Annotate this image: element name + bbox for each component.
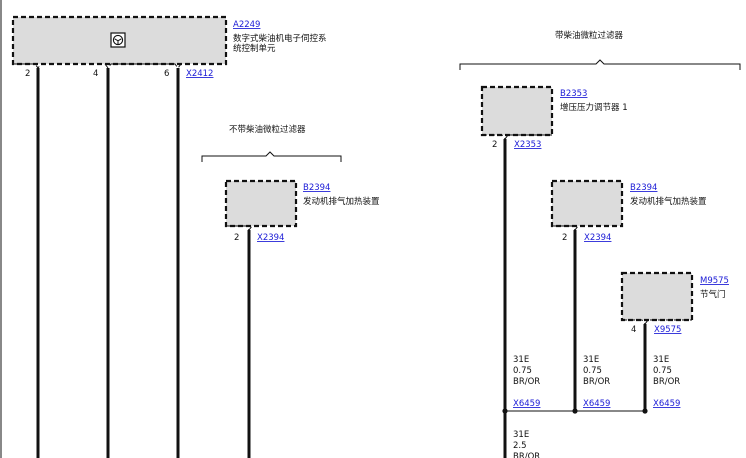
b2394-left-pin: 2 xyxy=(234,233,239,243)
b2394-right-pin: 2 xyxy=(562,233,567,243)
b2353-pin: 2 xyxy=(492,140,497,150)
splice-connector-link-3[interactable]: X6459 xyxy=(653,399,680,409)
wire-spec-3-code: 31E xyxy=(653,355,669,365)
m9575-box[interactable] xyxy=(620,271,694,322)
b2353-box[interactable] xyxy=(480,85,554,137)
component-b2353[interactable]: B2353 增压压力调节器 1 xyxy=(480,85,628,137)
m9575-pin: 4 xyxy=(631,325,636,335)
wire-spec-2: 31E 0.75 BR/OR xyxy=(583,355,610,387)
main-wire-spec: 31E 2.5 BR/OR xyxy=(513,430,540,458)
ecu-desc-line2: 统控制单元 xyxy=(233,43,276,54)
m9575-id-link[interactable]: M9575 xyxy=(700,276,729,286)
ecu-connector-link[interactable]: X2412 xyxy=(186,69,213,79)
m9575-connector-link[interactable]: X9575 xyxy=(654,325,681,335)
b2394-right-connector-link[interactable]: X2394 xyxy=(584,233,611,243)
component-b2394-left[interactable]: B2394 发动机排气加热装置 xyxy=(224,179,380,228)
m9575-desc: 节气门 xyxy=(700,289,726,300)
wire-spec-2-code: 31E xyxy=(583,355,599,365)
b2353-connector-link[interactable]: X2353 xyxy=(514,140,541,150)
b2394-right-desc: 发动机排气加热装置 xyxy=(630,196,707,207)
splice-connector-link-2[interactable]: X6459 xyxy=(583,399,610,409)
wire-spec-3: 31E 0.75 BR/OR xyxy=(653,355,680,387)
splice-node-1 xyxy=(502,408,508,414)
main-wire-color: BR/OR xyxy=(513,452,540,458)
b2394-left-connector-link[interactable]: X2394 xyxy=(257,233,284,243)
ecu-symbol-icon xyxy=(110,32,126,48)
b2394-left-box[interactable] xyxy=(224,179,298,228)
wire-spec-1-code: 31E xyxy=(513,355,529,365)
wire-spec-2-gauge: 0.75 xyxy=(583,366,602,376)
ecu-pin-6: 6 xyxy=(164,69,169,79)
ecu-id-link[interactable]: A2249 xyxy=(233,20,260,30)
variant-with-dpf: 带柴油微粒过滤器 xyxy=(459,30,741,70)
main-wire-gauge: 2.5 xyxy=(513,441,527,451)
variant-without-dpf: 不带柴油微粒过滤器 xyxy=(201,124,342,162)
main-wire-code: 31E xyxy=(513,430,529,440)
splice-node-3 xyxy=(642,408,648,414)
variant-with-dpf-label: 带柴油微粒过滤器 xyxy=(555,30,624,41)
variant-without-dpf-brace xyxy=(201,151,342,162)
wire-spec-1-color: BR/OR xyxy=(513,377,540,387)
b2394-left-desc: 发动机排气加热装置 xyxy=(303,196,380,207)
b2353-id-link[interactable]: B2353 xyxy=(560,89,587,99)
splice-node-2 xyxy=(572,408,578,414)
b2394-right-id-link[interactable]: B2394 xyxy=(630,183,657,193)
ecu-a2249[interactable]: A2249 数字式柴油机电子伺控系 统控制单元 xyxy=(11,15,327,66)
b2394-left-connector-line xyxy=(226,225,296,231)
wire-spec-3-color: BR/OR xyxy=(653,377,680,387)
wire-spec-1-gauge: 0.75 xyxy=(513,366,532,376)
ecu-desc-line1: 数字式柴油机电子伺控系 xyxy=(233,33,327,44)
b2394-right-box[interactable] xyxy=(550,179,624,228)
ecu-pin-2: 2 xyxy=(25,69,30,79)
variant-with-dpf-brace xyxy=(459,59,741,70)
component-b2394-right[interactable]: B2394 发动机排气加热装置 xyxy=(550,179,707,228)
splice-connector-link-1[interactable]: X6459 xyxy=(513,399,540,409)
b2394-left-id-link[interactable]: B2394 xyxy=(303,183,330,193)
wire-spec-1: 31E 0.75 BR/OR xyxy=(513,355,540,387)
wire-spec-3-gauge: 0.75 xyxy=(653,366,672,376)
component-m9575[interactable]: M9575 节气门 xyxy=(620,271,729,322)
variant-without-dpf-label: 不带柴油微粒过滤器 xyxy=(229,124,306,135)
wire-spec-2-color: BR/OR xyxy=(583,377,610,387)
b2394-right-connector-line xyxy=(552,225,622,231)
b2353-desc: 增压压力调节器 1 xyxy=(560,102,628,113)
ecu-pin-4: 4 xyxy=(93,69,98,79)
